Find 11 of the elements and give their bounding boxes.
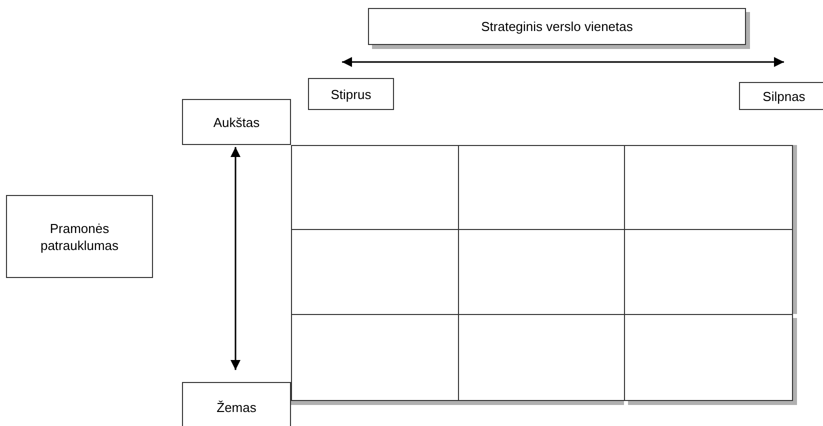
arrow xyxy=(342,57,784,67)
label-box: Silpnas xyxy=(739,82,823,110)
matrix-cell xyxy=(458,145,624,229)
matrix-cell xyxy=(291,229,458,314)
matrix-cell xyxy=(458,229,624,314)
arrow xyxy=(230,147,240,370)
label-box: Žemas xyxy=(182,382,291,426)
label-box: Aukštas xyxy=(182,99,291,145)
label-box: Pramonės patrauklumas xyxy=(6,195,153,278)
label-box: Stiprus xyxy=(308,78,394,110)
matrix-cell xyxy=(291,145,458,229)
